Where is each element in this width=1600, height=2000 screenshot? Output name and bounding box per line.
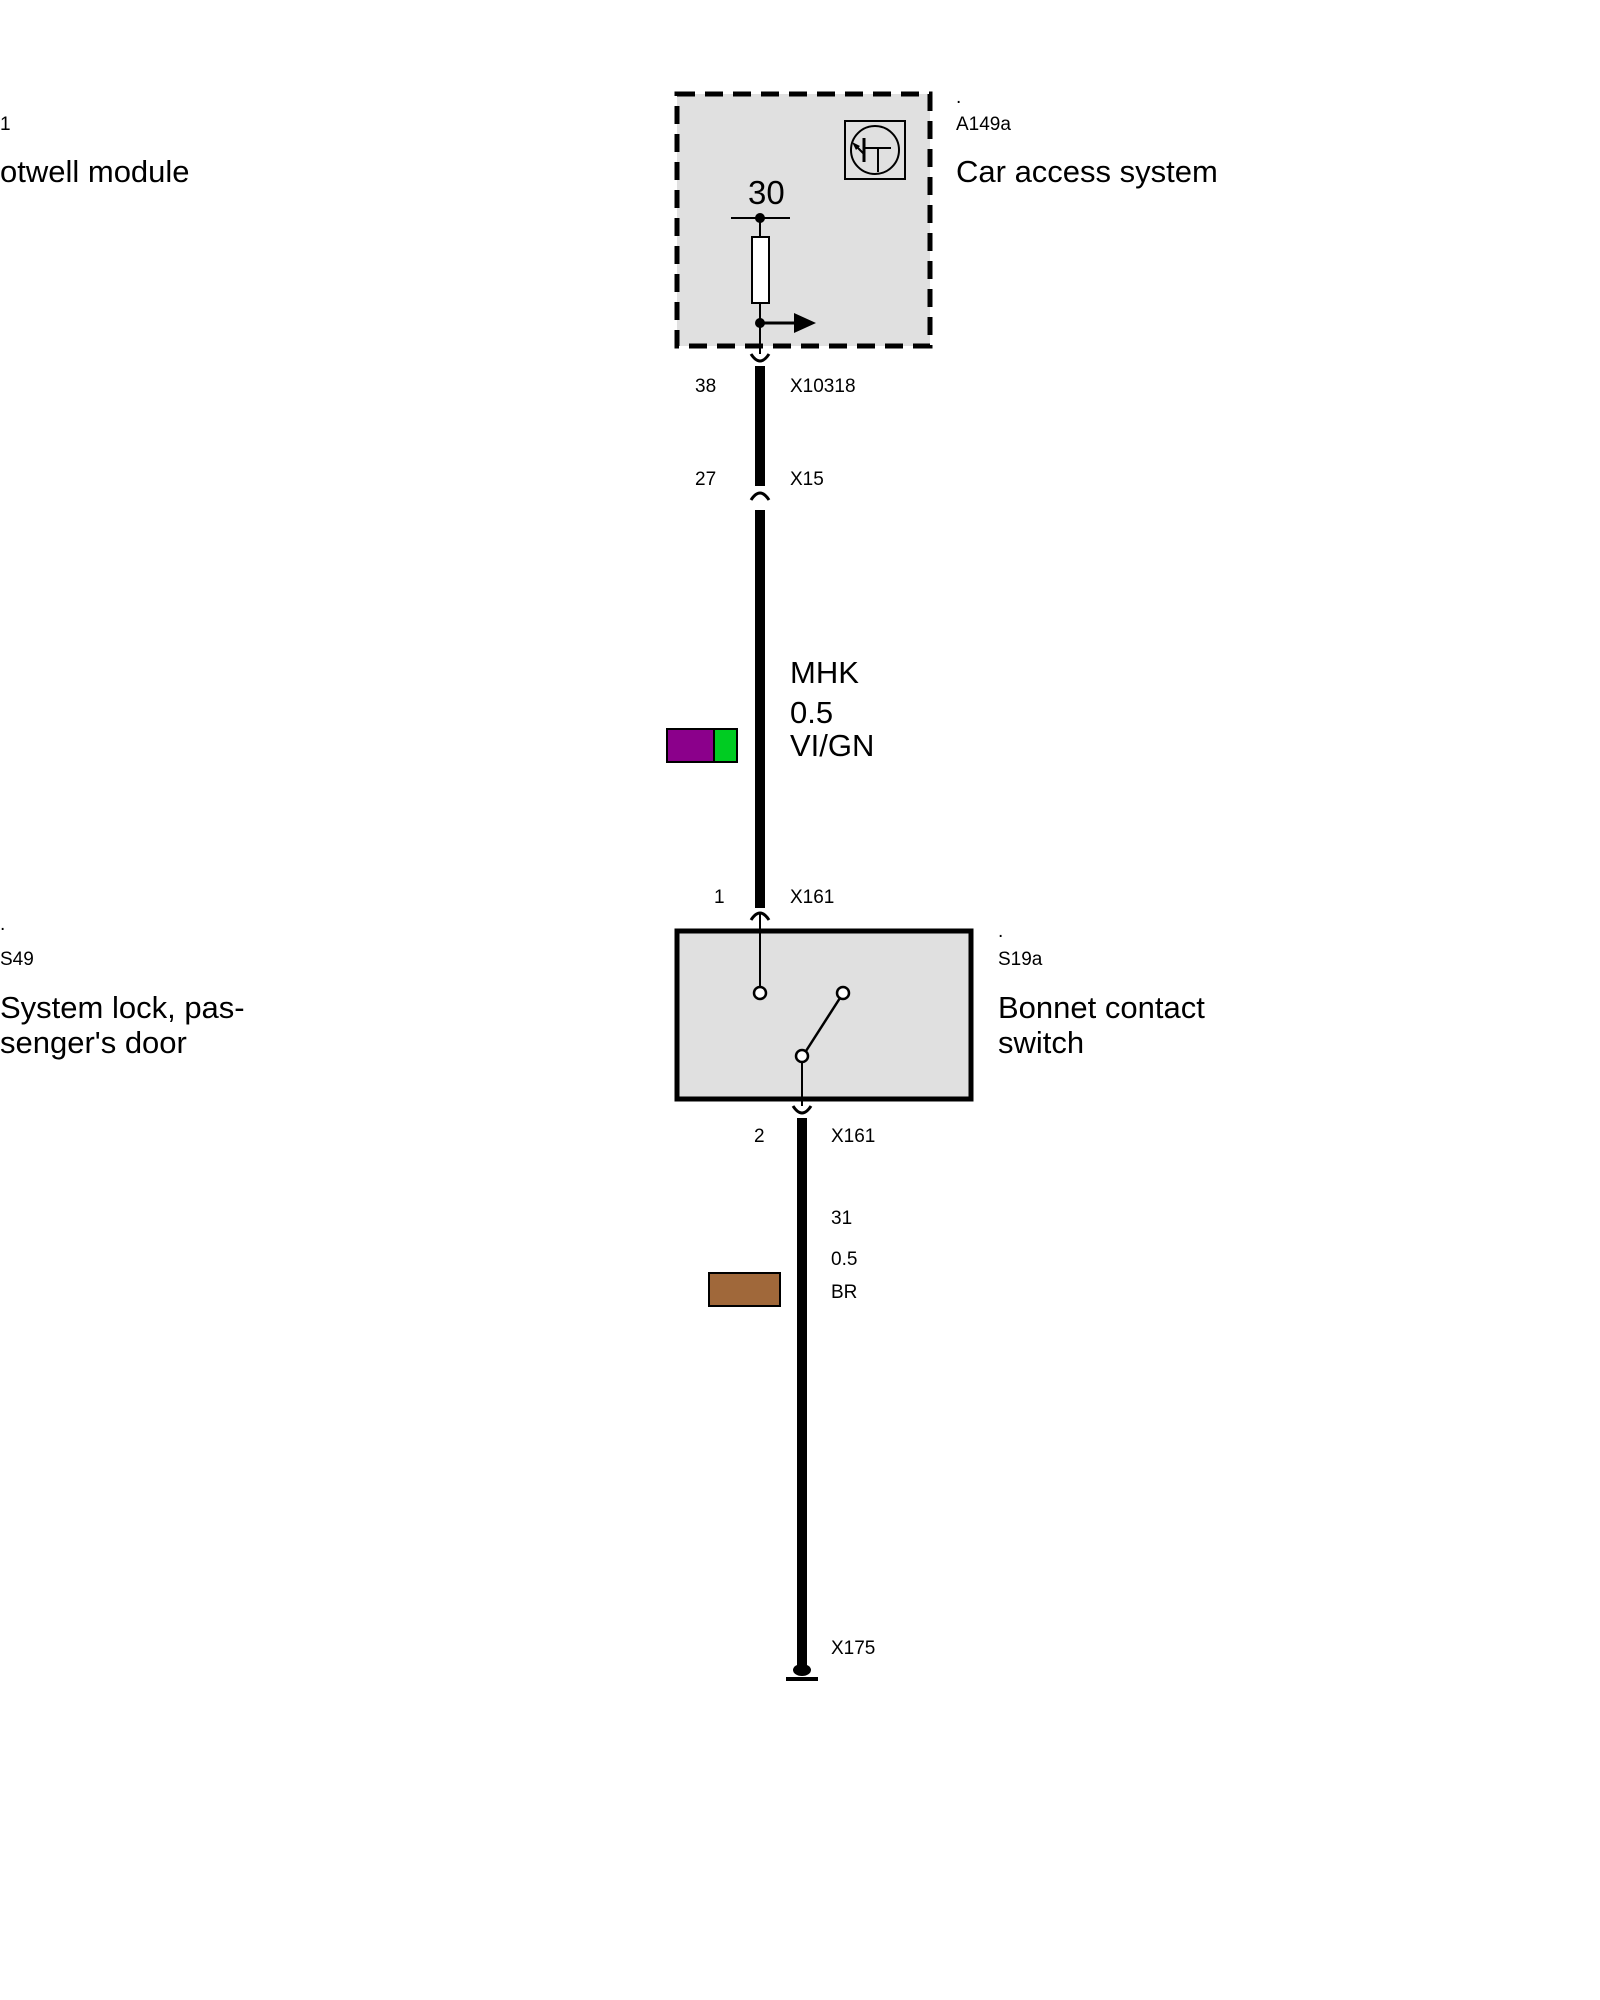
car-access-system-module[interactable]: 30 — [674, 91, 933, 349]
wire-31[interactable] — [786, 1099, 818, 1681]
footwell-module-name: otwell module — [0, 154, 190, 189]
wire-color-swatch-brown — [708, 1272, 781, 1307]
connector-x10318-pin: 38 — [695, 376, 716, 397]
wire-lower-name: 31 — [831, 1208, 852, 1229]
connector-x15-name: X15 — [790, 469, 824, 490]
system-lock-code: S49 — [0, 949, 34, 970]
wire-upper-cross-section: 0.5 — [790, 695, 833, 730]
arrow-right-icon — [794, 313, 816, 333]
bonnet-switch-dot: . — [998, 921, 1003, 942]
terminal-30-label: 30 — [748, 174, 785, 211]
switch-contact-icon — [804, 997, 842, 1052]
system-lock-name-line1: System lock, pas- — [0, 990, 245, 1025]
connector-x161-pin-1: 1 — [714, 887, 725, 908]
wire-lower-color-code: BR — [831, 1282, 857, 1303]
wire-mhk[interactable] — [749, 346, 771, 932]
car-access-name: Car access system — [956, 154, 1218, 189]
ground-icon — [786, 1664, 818, 1681]
bonnet-switch-name-line1: Bonnet contact — [998, 990, 1205, 1025]
bonnet-switch-code: S19a — [998, 949, 1043, 970]
footwell-module-code: 1 — [0, 114, 11, 135]
bonnet-switch-name-line2: switch — [998, 1025, 1084, 1060]
wire-upper-color-code: VI/GN — [790, 728, 874, 763]
system-lock-name-line2: senger's door — [0, 1025, 187, 1060]
car-access-dot: . — [956, 87, 961, 108]
connector-x175-name: X175 — [831, 1638, 875, 1659]
resistor-icon — [751, 236, 770, 304]
transistor-icon — [844, 120, 906, 180]
connector-x10318-name: X10318 — [790, 376, 856, 397]
connector-x161-pin-2: 2 — [754, 1126, 765, 1147]
bonnet-contact-switch[interactable] — [674, 928, 974, 1102]
car-access-code: A149a — [956, 114, 1011, 135]
connector-socket-icon — [749, 353, 771, 363]
wire-color-swatch-violet-green — [666, 728, 738, 763]
connector-plug-icon — [749, 491, 771, 501]
system-lock-dot: . — [0, 914, 5, 935]
connector-x15-pin: 27 — [695, 469, 716, 490]
connector-socket-icon — [791, 1105, 813, 1115]
wire-lower-cross-section: 0.5 — [831, 1249, 857, 1270]
connector-x161-name-in: X161 — [790, 887, 834, 908]
wire-upper-name: MHK — [790, 655, 859, 690]
connector-x161-name-out: X161 — [831, 1126, 875, 1147]
